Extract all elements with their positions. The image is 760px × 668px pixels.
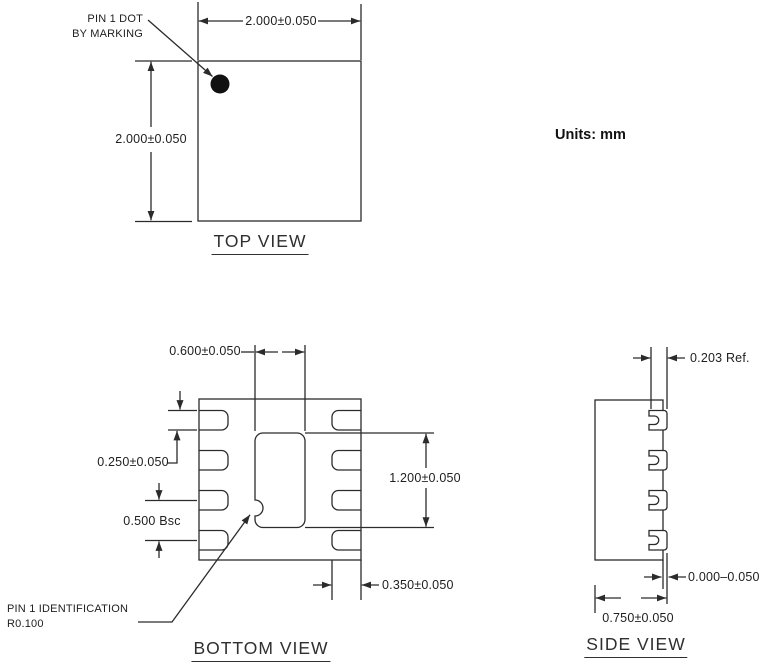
top-view <box>135 2 362 223</box>
terminal-2 <box>648 449 668 471</box>
top-height-dim-label: 2.000±0.050 <box>115 132 187 146</box>
dimension-line <box>167 430 181 464</box>
bottom-view <box>138 345 434 623</box>
pad-left-2 <box>199 449 229 471</box>
leader-line <box>147 19 213 77</box>
lead-pitch-dim-label: 0.500 Bsc <box>123 514 181 528</box>
side-view-title: SIDE VIEW <box>584 634 688 658</box>
exposed-pad <box>254 432 306 529</box>
side-view-body <box>594 399 664 561</box>
standoff-dim-label: 0.000–0.050 <box>688 570 760 584</box>
pin1-dot-note-line2: BY MARKING <box>72 27 143 40</box>
pad-left-3 <box>199 489 229 511</box>
units-label: Units: mm <box>555 127 626 143</box>
terminal-3 <box>648 489 668 511</box>
pin1-id-note-line2: R0.100 <box>7 617 44 630</box>
bottom-view-body <box>198 398 362 561</box>
pin1-dot <box>210 74 230 94</box>
lead-width-dim-label: 0.250±0.050 <box>97 455 169 469</box>
side-view <box>594 347 686 613</box>
terminal-1 <box>648 409 668 431</box>
side-width-dim-label: 0.750±0.050 <box>602 611 674 625</box>
epad-width-dim-label: 0.600±0.050 <box>169 344 241 358</box>
lead-length-dim-label: 0.350±0.050 <box>382 578 454 592</box>
leader-line <box>138 514 251 623</box>
pad-left-4 <box>199 529 229 551</box>
pin1-id-note-line1: PIN 1 IDENTIFICATION <box>7 603 129 615</box>
pad-right-1 <box>331 409 361 431</box>
pad-left-1 <box>199 409 229 431</box>
top-view-body <box>197 60 362 222</box>
lead-thickness-dim-label: 0.203 Ref. <box>690 351 750 365</box>
pad-right-2 <box>331 449 361 471</box>
pin1-dot-note-line1: PIN 1 DOT <box>87 13 143 25</box>
terminal-4 <box>648 529 668 551</box>
pin1-dot-note: PIN 1 DOT BY MARKING <box>72 12 143 41</box>
pad-right-3 <box>331 489 361 511</box>
pad-right-4 <box>331 529 361 551</box>
top-view-title: TOP VIEW <box>211 231 309 255</box>
pin1-id-note: PIN 1 IDENTIFICATION R0.100 <box>7 602 128 631</box>
epad-length-dim-label: 1.200±0.050 <box>389 471 461 485</box>
top-width-dim-label: 2.000±0.050 <box>245 14 317 28</box>
bottom-view-title: BOTTOM VIEW <box>191 638 331 662</box>
